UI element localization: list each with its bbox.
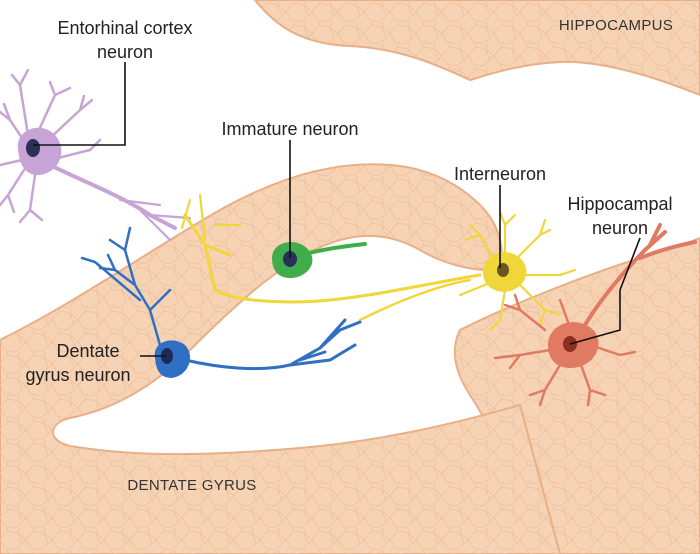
hippocampus-texture (255, 0, 700, 95)
dentate-gyrus-texture (0, 164, 560, 554)
interneuron-label: Interneuron (454, 164, 546, 184)
hippocampus-region-label: HIPPOCAMPUS (559, 17, 673, 34)
immature-neuron (272, 241, 367, 278)
dentate-gyrus-region-label: DENTATE GYRUS (127, 477, 256, 494)
hippocampal-label-line1: Hippocampal (567, 194, 672, 214)
entorhinal-label-line1: Entorhinal cortex (57, 18, 192, 38)
hippocampal-label-line2: neuron (592, 218, 648, 238)
dentate-label-line2: gyrus neuron (25, 365, 130, 385)
immature-neuron-label: Immature neuron (221, 119, 358, 139)
entorhinal-leader (33, 62, 126, 146)
dentate-gyrus-neuron (80, 226, 362, 378)
hippocampal-neuron (493, 223, 697, 407)
entorhinal-label-line2: neuron (97, 42, 153, 62)
hippocampal-leader (569, 237, 641, 345)
entorhinal-cortex-neuron (0, 68, 192, 242)
dentate-label-line1: Dentate (56, 341, 119, 361)
